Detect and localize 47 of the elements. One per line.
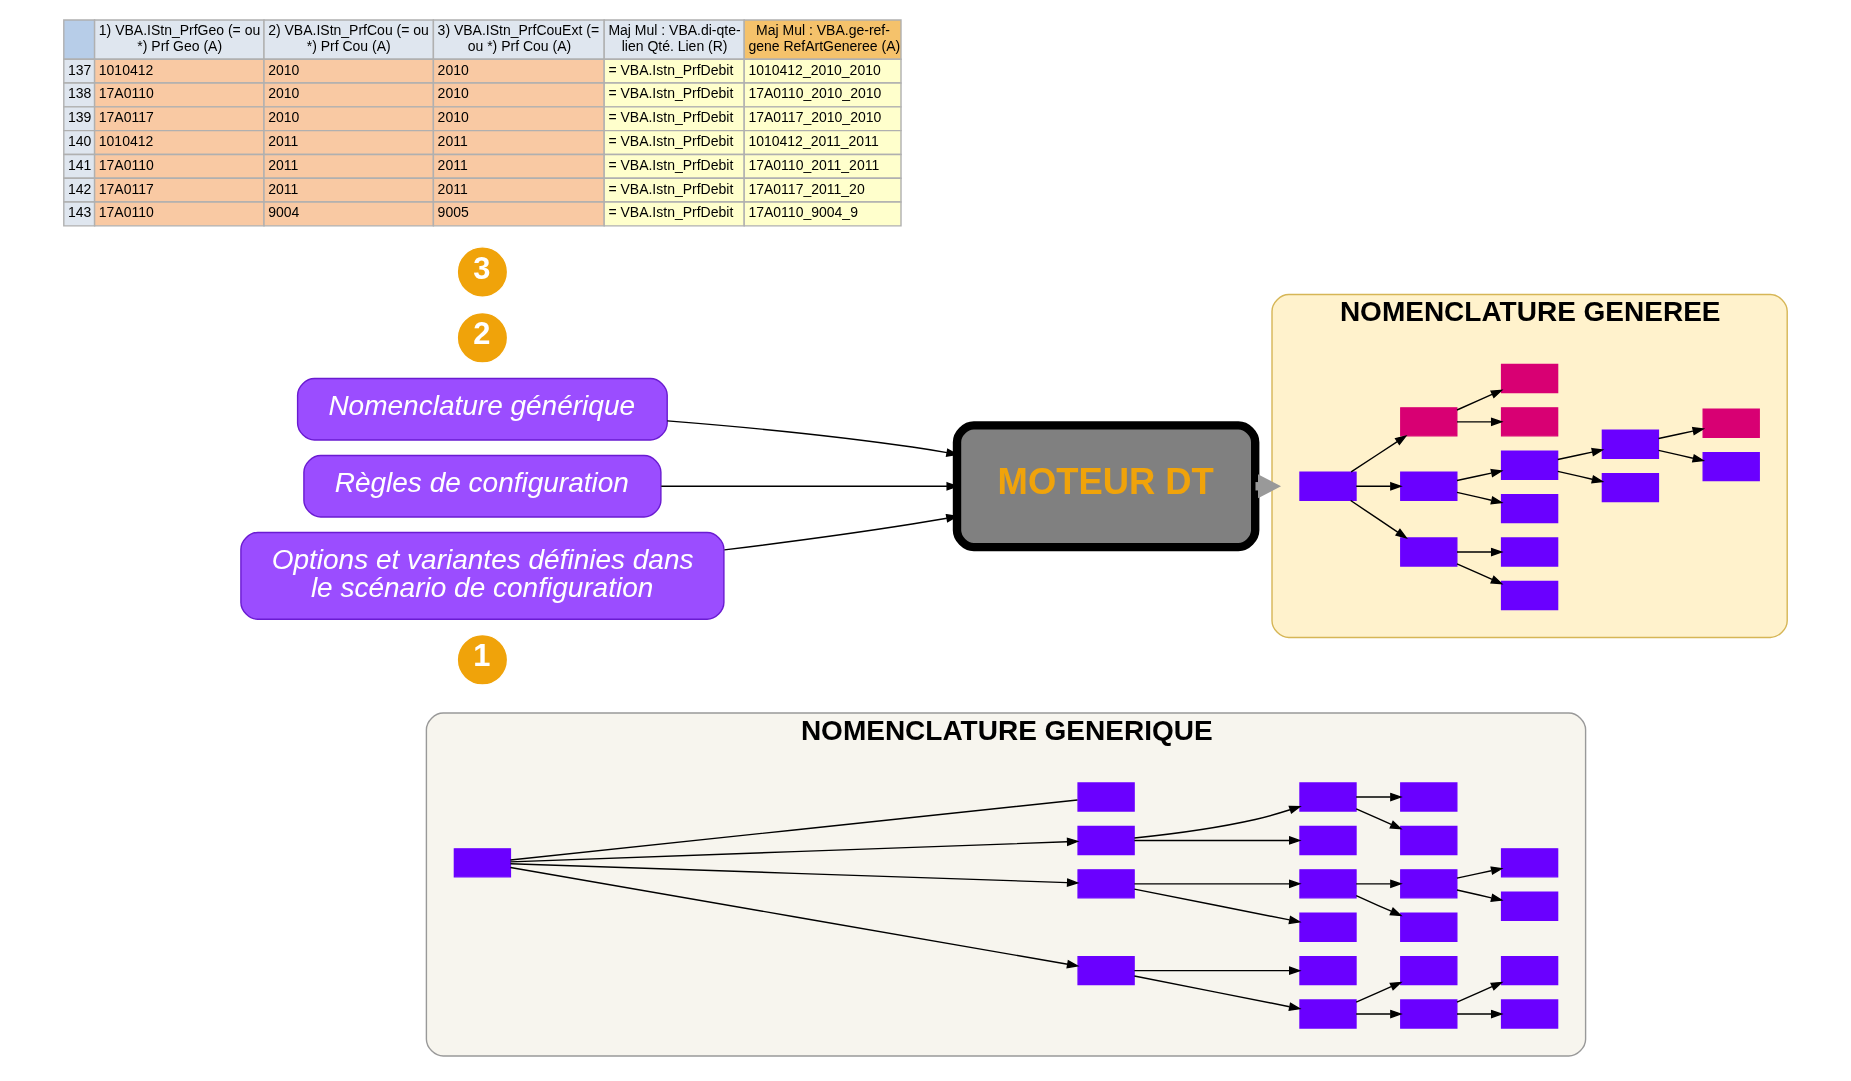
label: 2011 <box>268 156 299 173</box>
label: 17A0117 <box>98 180 154 197</box>
label: 2010 <box>437 85 469 102</box>
label: 2010 <box>437 61 469 78</box>
label: 17A0110 <box>98 85 154 102</box>
label: = VBA.Istn_PrfDebit <box>608 85 734 102</box>
label: 17A0110_2010_2010 <box>748 85 882 102</box>
label: = VBA.Istn_PrfDebit <box>608 61 734 78</box>
label: 1010412 <box>98 61 154 78</box>
label: Maj Mul : VBA.di-qte-lien Qté. Lien (R) <box>608 22 741 54</box>
label: = VBA.Istn_PrfDebit <box>608 204 734 221</box>
label: 141 <box>68 156 92 173</box>
label: 140 <box>68 133 92 150</box>
label: 2010 <box>437 109 469 126</box>
label: 2011 <box>268 180 299 197</box>
label: 2011 <box>437 133 468 150</box>
label: 17A0110_2011_2011 <box>748 156 880 173</box>
label: 137 <box>68 61 92 78</box>
label: 17A0110 <box>98 156 154 173</box>
label: 2011 <box>268 133 299 150</box>
label: Maj Mul : VBA.ge-ref-gene RefArtGeneree (A) <box>748 22 901 54</box>
label: 139 <box>68 109 92 126</box>
label: 1010412_2010_2010 <box>748 61 881 78</box>
label: 138 <box>68 85 92 102</box>
label: 142 <box>68 180 92 197</box>
label: = VBA.Istn_PrfDebit <box>608 180 734 197</box>
label: 1010412_2011_2011 <box>748 133 879 150</box>
label: 3) VBA.IStn_PrfCouExt (= ou *) Prf Cou (A) <box>437 22 600 54</box>
label: 9004 <box>268 204 300 221</box>
label: 2010 <box>268 61 300 78</box>
label: = VBA.Istn_PrfDebit <box>608 133 734 150</box>
label: 2) VBA.IStn_PrfCou (= ou *) Prf Cou (A) <box>268 22 429 54</box>
label: 17A0110 <box>98 204 154 221</box>
label: 9005 <box>437 204 469 221</box>
label: 17A0110_9004_9 <box>748 204 858 221</box>
label: 17A0117_2010_2010 <box>748 109 882 126</box>
label: 2010 <box>268 85 300 102</box>
label: = VBA.Istn_PrfDebit <box>608 109 734 126</box>
label: 1010412 <box>98 133 154 150</box>
label: 1) VBA.IStn_PrfGeo (= ou *) Prf Geo (A) <box>98 22 261 54</box>
label: 2010 <box>268 109 300 126</box>
label: 143 <box>68 204 92 221</box>
label: 2011 <box>437 156 468 173</box>
label: 17A0117 <box>98 109 154 126</box>
label: 17A0117_2011_20 <box>748 180 865 197</box>
label: = VBA.Istn_PrfDebit <box>608 156 734 173</box>
label: 2011 <box>437 180 468 197</box>
